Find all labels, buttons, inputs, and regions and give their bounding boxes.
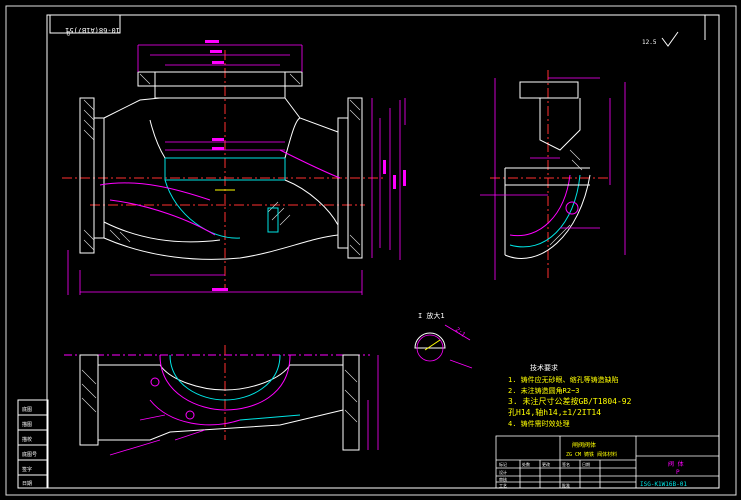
corner-stamp-text: 10-68(A1B7)51 bbox=[65, 26, 120, 34]
part-label-a: 阀 体 bbox=[668, 460, 684, 468]
outer-border bbox=[5, 5, 737, 496]
detail-view-i: I 放大1 2:1 bbox=[414, 311, 473, 369]
tb-row-1: 标记 bbox=[499, 461, 507, 467]
technical-notes: 技术要求 1. 铸件应无砂眼、缩孔等铸造缺陷 2. 未注铸造圆角R2~3 3. … bbox=[508, 363, 632, 428]
tb-row-4: 签名 bbox=[562, 461, 570, 467]
part-label-b: P bbox=[676, 469, 680, 476]
side-cell-3: 描校 bbox=[22, 436, 32, 443]
roughness-value: 12.5 bbox=[642, 39, 657, 46]
tb-row-7: 审核 bbox=[499, 476, 507, 482]
side-cell-2: 描图 bbox=[22, 421, 32, 428]
inner-border bbox=[46, 14, 720, 489]
side-dimensions bbox=[480, 77, 626, 280]
side-view bbox=[490, 70, 610, 280]
front-dimensions bbox=[67, 44, 406, 295]
note-4: 孔H14,轴h14,±1/2IT14 bbox=[508, 407, 601, 417]
title-block-rows: 标记 处数 更改 签名 日期 设计 审核 工艺 批准 bbox=[499, 461, 590, 488]
front-dimension-text-marks bbox=[205, 40, 406, 291]
plan-dimensions bbox=[109, 355, 379, 456]
title-block bbox=[495, 435, 720, 489]
part-title-1: 闸阀阀体 bbox=[572, 441, 596, 449]
tb-row-3: 更改 bbox=[542, 461, 550, 467]
tb-row-2: 处数 bbox=[522, 461, 530, 467]
left-side-table: 底图 描图 描校 底图号 签字 日期 bbox=[17, 399, 49, 489]
side-cell-4: 底图号 bbox=[22, 451, 37, 458]
tb-row-9: 批准 bbox=[562, 482, 570, 488]
corner-stamp-sub: B bbox=[66, 29, 70, 36]
tb-row-6: 设计 bbox=[499, 469, 507, 475]
side-cell-6: 日期 bbox=[22, 481, 32, 487]
side-cell-1: 底图 bbox=[22, 406, 32, 413]
drawing-number: ISG-K1W16B-01 bbox=[640, 481, 687, 488]
roughness-symbol: 12.5 bbox=[642, 31, 679, 47]
note-3: 3. 未注尺寸公差按GB/T1804-92 bbox=[508, 396, 632, 406]
part-title-2: ZG CM 铸铁 阀体材料 bbox=[566, 451, 617, 458]
notes-title: 技术要求 bbox=[530, 363, 558, 372]
note-1: 1. 铸件应无砂眼、缩孔等铸造缺陷 bbox=[508, 375, 619, 384]
tb-row-5: 日期 bbox=[582, 461, 590, 467]
note-2: 2. 未注铸造圆角R2~3 bbox=[508, 386, 580, 395]
corner-stamp: 10-68(A1B7)51 B bbox=[49, 14, 121, 36]
detail-label: I 放大1 bbox=[418, 311, 445, 320]
plan-view bbox=[64, 345, 370, 451]
side-cell-5: 签字 bbox=[22, 466, 32, 473]
front-section-view bbox=[62, 50, 385, 290]
note-5: 4. 铸件需时效处理 bbox=[508, 419, 570, 428]
tb-row-8: 工艺 bbox=[499, 483, 507, 488]
